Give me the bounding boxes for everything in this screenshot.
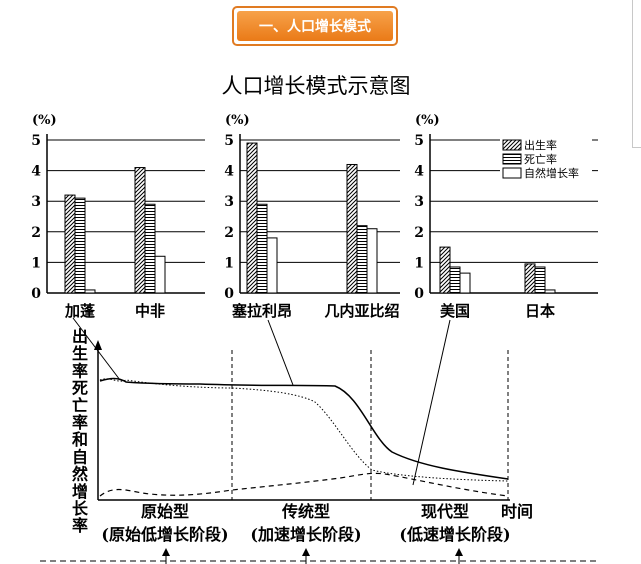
bar-birth bbox=[134, 167, 146, 294]
unit-label: (%) bbox=[415, 113, 440, 128]
bar-panel-2: (%) 0 1 2 3 4 5 塞拉利昂 几内亚比绍 bbox=[224, 113, 400, 320]
legend-swatch-natural bbox=[502, 167, 522, 179]
y-label-char: 增 bbox=[72, 482, 88, 501]
bar-death bbox=[356, 225, 368, 294]
legend-swatch-birth bbox=[502, 139, 522, 151]
y-tick-label: 4 bbox=[224, 164, 234, 180]
y-tick-label: 3 bbox=[224, 194, 234, 210]
y-tick-label: 1 bbox=[224, 255, 234, 271]
bar-birth bbox=[439, 246, 451, 294]
y-label-char: 死 bbox=[72, 379, 88, 398]
legend-label-death: 死亡率 bbox=[524, 152, 557, 166]
connector-primitive bbox=[72, 317, 121, 381]
stage-modern-name: 现代型 bbox=[421, 502, 469, 521]
bar-death bbox=[74, 197, 86, 294]
connector-modern bbox=[412, 319, 451, 486]
y-tick-label: 1 bbox=[414, 255, 424, 271]
bar-natural bbox=[459, 272, 471, 294]
birth-rate-curve bbox=[99, 377, 509, 480]
category-label: 加蓬 bbox=[64, 302, 96, 320]
category-label: 塞拉利昂 bbox=[232, 302, 292, 320]
time-axis-label: 时间 bbox=[501, 502, 533, 521]
y-tick-label: 4 bbox=[31, 164, 41, 180]
bar-death bbox=[449, 266, 461, 294]
stage-traditional-name: 传统型 bbox=[281, 502, 330, 521]
bar-natural bbox=[544, 289, 556, 294]
y-label-char: 长 bbox=[72, 499, 89, 518]
death-rate-curve bbox=[99, 378, 509, 482]
connector-traditional bbox=[267, 319, 294, 386]
bottom-arrow-2 bbox=[302, 548, 310, 564]
bar-death bbox=[534, 266, 546, 294]
stage-traditional-sub: (加速增长阶段) bbox=[250, 525, 361, 544]
natural-increase-curve bbox=[99, 472, 509, 497]
bar-panels: (%) 0 1 2 3 4 5 加蓬 中非 (%) 0 1 2 3 4 5 塞拉利昂 几内亚比绍 (%) 0 1 2 3 4 5… bbox=[31, 113, 598, 320]
legend-label-natural: 自然增长率 bbox=[524, 166, 579, 180]
y-tick-label: 0 bbox=[224, 286, 234, 302]
y-tick-label: 5 bbox=[224, 133, 234, 149]
stage-primitive-sub: (原始低增长阶段) bbox=[101, 525, 228, 544]
category-label: 中非 bbox=[135, 302, 165, 320]
y-tick-label: 0 bbox=[31, 286, 41, 302]
y-tick-label: 5 bbox=[414, 133, 424, 149]
y-label-char: 率 bbox=[72, 361, 88, 380]
legend-label-birth: 出生率 bbox=[524, 138, 557, 152]
bottom-arrow-3 bbox=[455, 548, 463, 564]
y-label-char: 和 bbox=[72, 430, 88, 449]
category-label: 几内亚比绍 bbox=[324, 302, 399, 320]
y-tick-label: 0 bbox=[414, 286, 424, 302]
bar-birth bbox=[346, 163, 358, 294]
category-label: 美国 bbox=[440, 302, 470, 320]
bar-death bbox=[144, 203, 156, 294]
stage-modern-sub: (低速增长阶段) bbox=[399, 525, 510, 544]
unit-label: (%) bbox=[32, 113, 57, 128]
bar-birth bbox=[64, 194, 76, 294]
diagram-title: 人口增长模式示意图 bbox=[222, 74, 411, 98]
bottom-arrow-1 bbox=[162, 548, 170, 564]
legend-swatch-death bbox=[502, 153, 522, 165]
y-tick-label: 5 bbox=[31, 133, 41, 149]
y-label-char: 自 bbox=[72, 447, 88, 466]
y-tick-label: 4 bbox=[414, 164, 424, 180]
bar-birth bbox=[246, 142, 258, 294]
section-badge: 一、人口增长模式 bbox=[232, 6, 398, 46]
bar-natural bbox=[154, 255, 166, 294]
y-label-char: 出 bbox=[72, 327, 88, 346]
bar-death bbox=[256, 203, 268, 294]
y-tick-label: 1 bbox=[31, 255, 41, 271]
y-label-char: 率 bbox=[72, 413, 88, 432]
y-label-char: 然 bbox=[72, 465, 88, 484]
y-tick-label: 3 bbox=[414, 194, 424, 210]
section-badge-label: 一、人口增长模式 bbox=[237, 11, 393, 41]
unit-label: (%) bbox=[225, 113, 250, 128]
bar-natural bbox=[266, 237, 278, 294]
y-label-char: 生 bbox=[72, 344, 88, 363]
side-panel-edge bbox=[632, 0, 641, 148]
bar-natural bbox=[84, 289, 96, 294]
transition-y-arrow bbox=[94, 340, 102, 350]
y-tick-label: 3 bbox=[31, 194, 41, 210]
bar-panel-1: (%) 0 1 2 3 4 5 加蓬 中非 bbox=[31, 113, 205, 320]
y-label-char: 率 bbox=[72, 516, 88, 535]
bar-birth bbox=[524, 263, 536, 294]
y-label-char: 亡 bbox=[72, 396, 88, 415]
y-tick-label: 2 bbox=[31, 225, 41, 241]
stage-primitive-name: 原始型 bbox=[141, 502, 189, 521]
y-tick-label: 2 bbox=[414, 225, 424, 241]
category-label: 日本 bbox=[525, 302, 555, 320]
y-tick-label: 2 bbox=[224, 225, 234, 241]
bar-natural bbox=[366, 228, 378, 294]
